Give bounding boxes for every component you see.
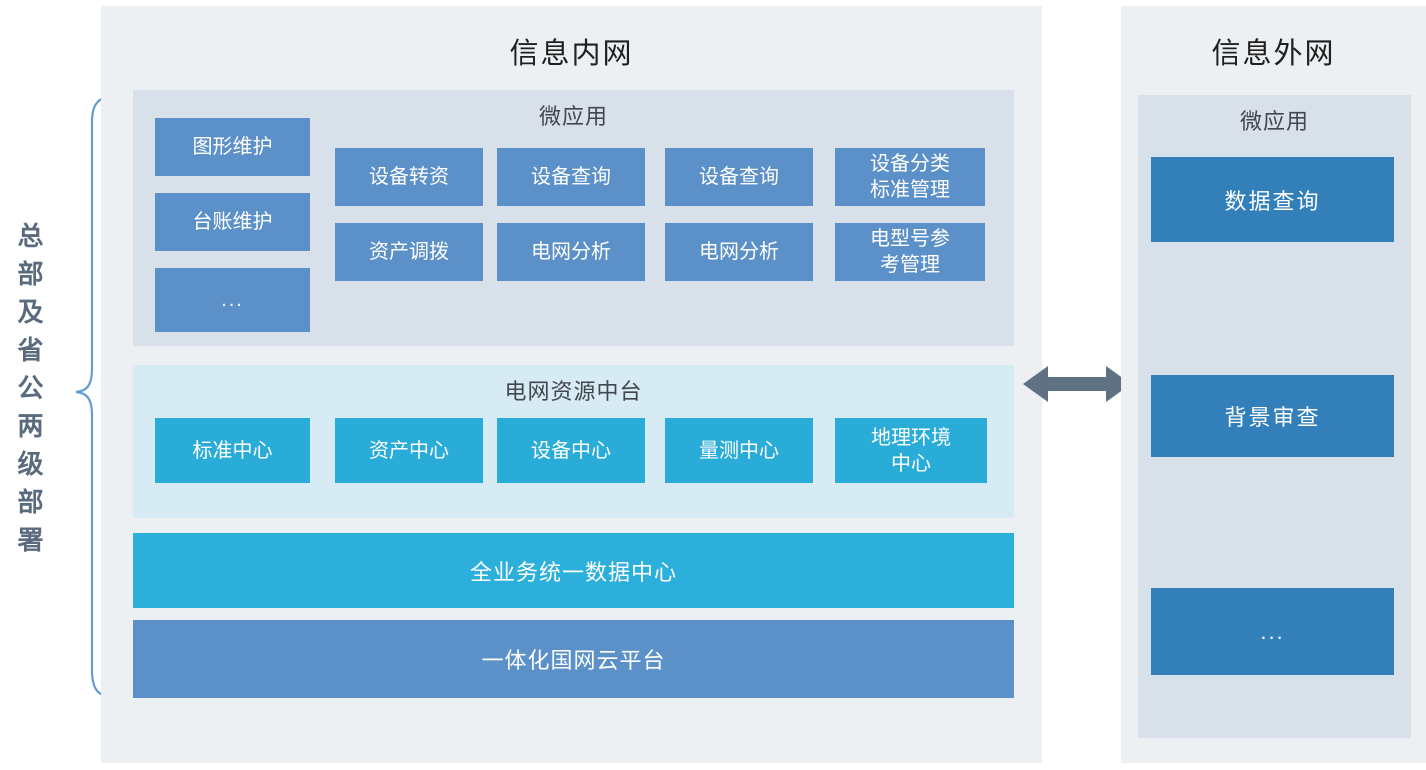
model-reference-management-box: 电型号参考管理 [835, 223, 985, 281]
microapp-section-title: 微应用 [538, 104, 608, 129]
cloud-platform-bar: 一体化国网云平台 [133, 620, 1014, 698]
background-review-box: 背景审查 [1151, 375, 1394, 457]
asset-center-box: 资产中心 [335, 418, 483, 483]
more-extranet-apps-box: ... [1151, 588, 1394, 675]
deployment-scope-label: 总部及省公两级部署 [14, 222, 44, 564]
bidirectional-sync-arrow-icon [1023, 366, 1131, 402]
microapp-section-intranet: 微应用 图形维护 台账维护 ... 设备转资 设备查询 设备查询 设备分类标准管… [133, 90, 1014, 346]
grid-analysis-box-1: 电网分析 [497, 223, 645, 281]
ledger-maintenance-box: 台账维护 [155, 193, 310, 251]
grid-analysis-box-2: 电网分析 [665, 223, 813, 281]
unified-data-center-bar: 全业务统一数据中心 [133, 533, 1014, 608]
equipment-transfer-box: 设备转资 [335, 148, 483, 206]
asset-allocation-box: 资产调拨 [335, 223, 483, 281]
data-query-box: 数据查询 [1151, 157, 1394, 242]
extranet-microapp-title: 微应用 [1239, 109, 1309, 134]
measurement-center-box: 量测中心 [665, 418, 813, 483]
extranet-title: 信息外网 [1211, 38, 1336, 70]
equipment-classification-standard-box: 设备分类标准管理 [835, 148, 985, 206]
platform-section-title: 电网资源中台 [504, 379, 643, 404]
equipment-center-box: 设备中心 [497, 418, 645, 483]
standard-center-box: 标准中心 [155, 418, 310, 483]
graphics-maintenance-box: 图形维护 [155, 118, 310, 176]
left-curly-brace-icon [75, 94, 119, 700]
intranet-title: 信息内网 [509, 38, 634, 70]
equipment-query-box-2: 设备查询 [665, 148, 813, 206]
intranet-panel: 信息内网 微应用 图形维护 台账维护 ... 设备转资 设备查询 设备查询 设备… [101, 6, 1042, 763]
extranet-panel: 信息外网 微应用 数据查询 背景审查 ... [1121, 6, 1426, 763]
grid-resource-platform-section: 电网资源中台 标准中心 资产中心 设备中心 量测中心 地理环境中心 [133, 365, 1014, 518]
microapp-section-extranet: 微应用 数据查询 背景审查 ... [1138, 95, 1411, 738]
more-apps-box: ... [155, 268, 310, 332]
equipment-query-box-1: 设备查询 [497, 148, 645, 206]
geo-environment-center-box: 地理环境中心 [835, 418, 987, 483]
